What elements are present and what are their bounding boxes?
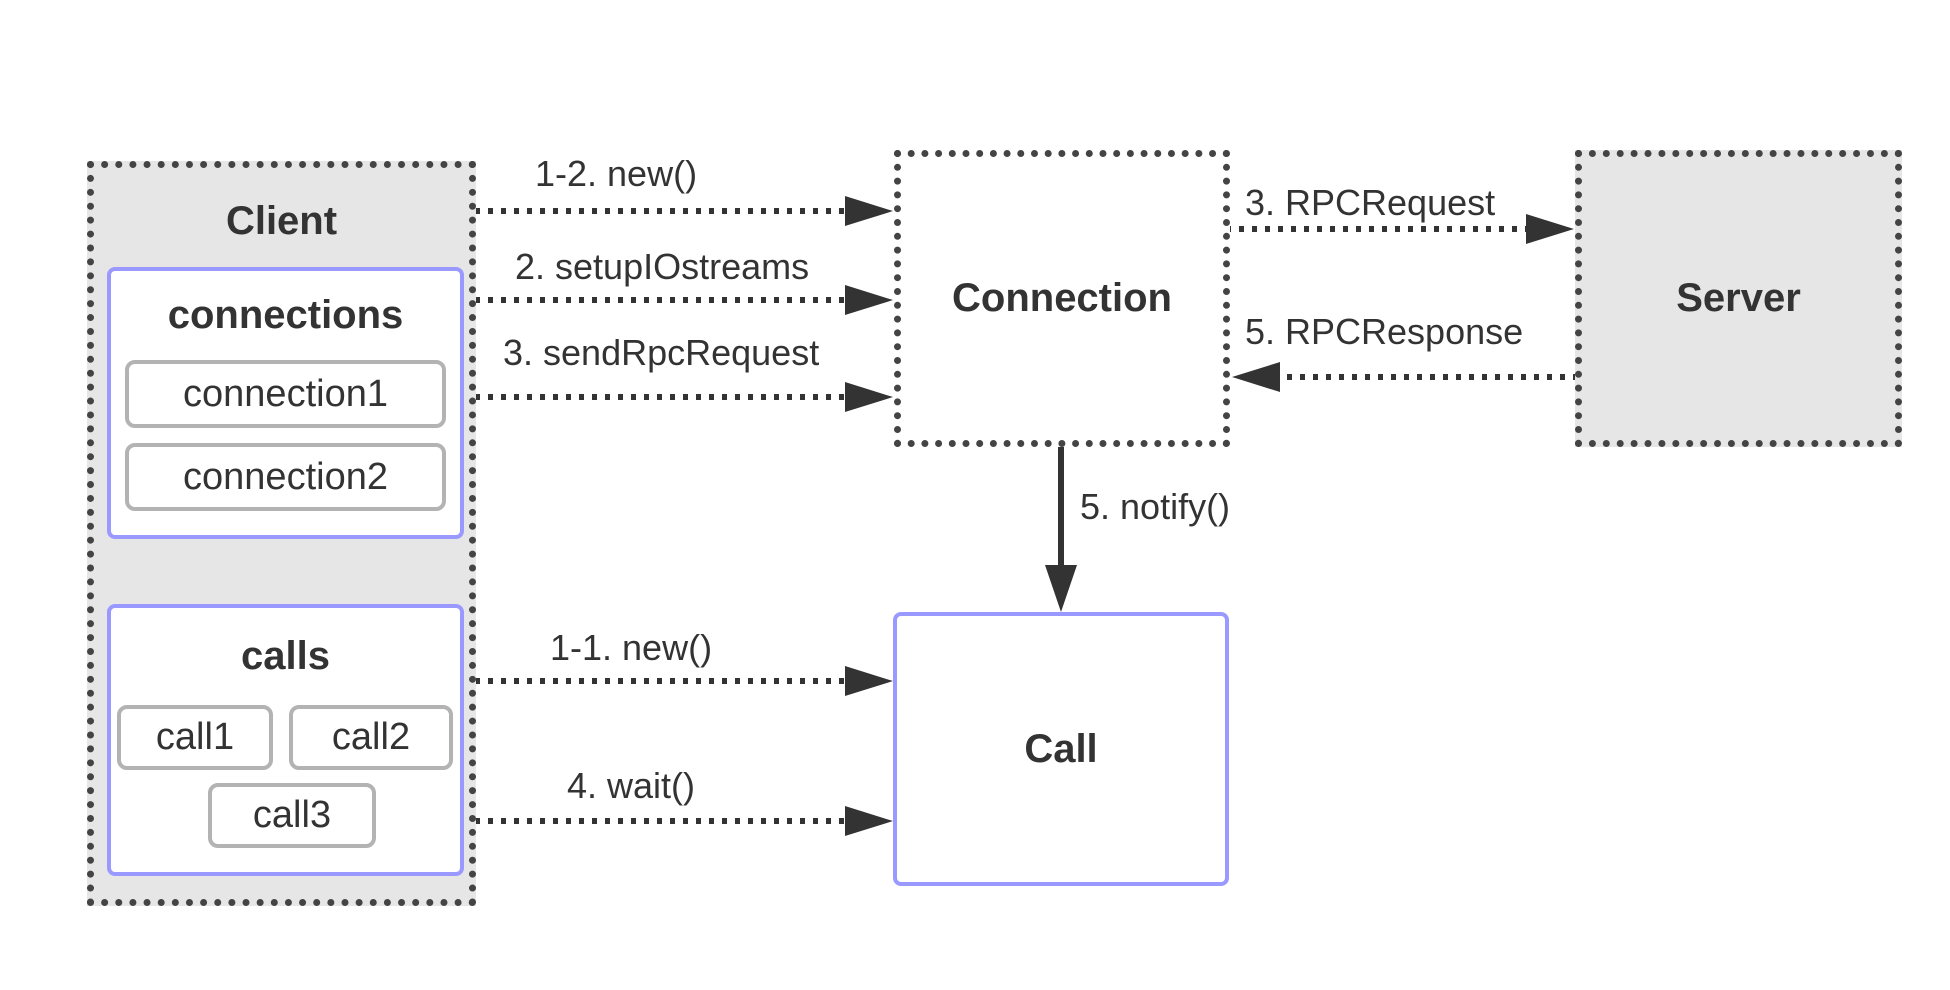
server-title: Server bbox=[1676, 276, 1801, 320]
arrowhead-send-rpc-request bbox=[845, 382, 893, 412]
label-send-rpc-request: 3. sendRpcRequest bbox=[503, 332, 820, 373]
call-item-3[interactable]: call3 bbox=[208, 783, 376, 848]
label-new-connection: 1-2. new() bbox=[535, 153, 698, 194]
connection-item-2[interactable]: connection2 bbox=[125, 443, 446, 511]
connections-title: connections bbox=[167, 293, 404, 337]
arrowhead-new-connection bbox=[845, 196, 893, 226]
label-rpc-request: 3. RPCRequest bbox=[1245, 182, 1496, 223]
connection-title: Connection bbox=[952, 276, 1172, 320]
arrowhead-notify bbox=[1045, 565, 1077, 612]
label-setup-io-streams: 2. setupIOstreams bbox=[515, 246, 810, 287]
call-item-2[interactable]: call2 bbox=[289, 705, 453, 770]
connection-node: Connection bbox=[894, 150, 1230, 447]
connection-item-1[interactable]: connection1 bbox=[125, 360, 446, 428]
server-node: Server bbox=[1575, 150, 1902, 447]
client-title: Client bbox=[225, 199, 338, 243]
call-node: Call bbox=[893, 612, 1229, 886]
label-notify: 5. notify() bbox=[1080, 486, 1231, 527]
calls-title: calls bbox=[241, 634, 330, 678]
arrowhead-setup-io-streams bbox=[845, 285, 893, 315]
arrowhead-rpc-request bbox=[1526, 214, 1574, 244]
arrowhead-rpc-response bbox=[1232, 362, 1280, 392]
call-item-1[interactable]: call1 bbox=[117, 705, 273, 770]
arrowhead-new-call bbox=[845, 666, 893, 696]
call-title: Call bbox=[1024, 726, 1098, 771]
label-wait: 4. wait() bbox=[567, 765, 696, 806]
arrowhead-wait bbox=[845, 806, 893, 836]
label-new-call: 1-1. new() bbox=[550, 627, 713, 668]
label-rpc-response: 5. RPCResponse bbox=[1245, 311, 1524, 352]
